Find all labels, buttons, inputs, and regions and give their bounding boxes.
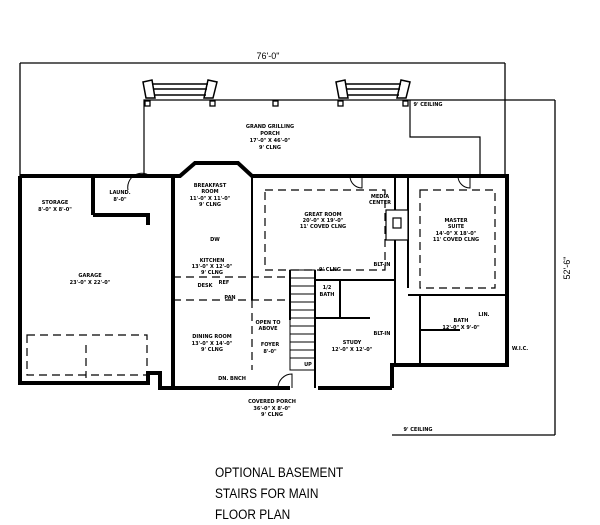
svg-text:11' COVED CLNG: 11' COVED CLNG — [433, 237, 479, 243]
svg-text:11'-0" X 11'-0": 11'-0" X 11'-0" — [190, 196, 231, 202]
svg-text:13'-0" X 14'-0": 13'-0" X 14'-0" — [192, 341, 233, 347]
door-swings — [127, 172, 471, 389]
svg-text:8'-0": 8'-0" — [113, 197, 127, 203]
svg-text:CENTER: CENTER — [369, 200, 391, 206]
svg-text:12'-0" X 9'-0": 12'-0" X 9'-0" — [442, 325, 480, 331]
svg-text:9' CLNG: 9' CLNG — [319, 267, 341, 273]
great-room-label: GREAT ROOM — [304, 212, 341, 218]
covered-porch-label: COVERED PORCH — [248, 399, 296, 405]
kitchen-label: KITCHEN — [200, 258, 225, 264]
dashed-ceiling-lines — [26, 189, 496, 378]
svg-text:11' COVED CLNG: 11' COVED CLNG — [300, 224, 346, 230]
grilling-porch-outline — [143, 99, 555, 176]
foyer-label: FOYER — [261, 342, 280, 348]
fireplace — [385, 209, 409, 241]
svg-text:12'-0" X 12'-0": 12'-0" X 12'-0" — [332, 347, 373, 353]
svg-text:SUITE: SUITE — [448, 224, 465, 230]
plan-caption: OPTIONAL BASEMENT STAIRS FOR MAIN FLOOR … — [215, 462, 343, 525]
caption-line-3: FLOOR PLAN — [215, 507, 291, 522]
svg-text:ABOVE: ABOVE — [258, 326, 278, 332]
storage-label: STORAGE — [42, 200, 69, 206]
svg-text:9' CLNG: 9' CLNG — [259, 145, 281, 151]
svg-text:OPEN TO: OPEN TO — [256, 320, 281, 326]
svg-text:PORCH: PORCH — [260, 131, 280, 137]
svg-text:9' CLNG: 9' CLNG — [261, 412, 283, 418]
master-suite-label: MASTER — [444, 218, 467, 224]
porch-columns — [144, 100, 409, 107]
svg-text:14'-0" X 18'-0": 14'-0" X 18'-0" — [436, 231, 477, 237]
svg-text:13'-0" X 12'-0": 13'-0" X 12'-0" — [192, 264, 233, 270]
svg-text:DW: DW — [210, 237, 220, 243]
caption-line-1: OPTIONAL BASEMENT — [215, 465, 344, 480]
svg-text:REF: REF — [219, 280, 230, 286]
caption-line-2: STAIRS FOR MAIN — [215, 486, 319, 501]
svg-text:23'-0" X 22'-0": 23'-0" X 22'-0" — [70, 280, 111, 286]
stairs — [289, 269, 316, 371]
media-center-label: MEDIA — [371, 194, 389, 200]
garage-label: GARAGE — [78, 273, 102, 279]
half-bath-label: 1/2 — [323, 285, 332, 291]
laundry-label: LAUND. — [109, 190, 130, 196]
grilling-porch-label: GRAND GRILLING — [246, 124, 294, 130]
svg-text:9' CEILING: 9' CEILING — [403, 427, 432, 433]
breakfast-label: BREAKFAST — [194, 183, 227, 189]
svg-text:9' CLNG: 9' CLNG — [201, 270, 223, 276]
svg-text:BATH: BATH — [320, 292, 335, 298]
svg-text:9' CEILING: 9' CEILING — [413, 102, 442, 108]
porch-bench — [142, 79, 411, 99]
svg-text:9' CLNG: 9' CLNG — [199, 202, 221, 208]
svg-text:BLT-IN: BLT-IN — [374, 262, 391, 268]
svg-text:LIN.: LIN. — [478, 312, 489, 318]
svg-text:DESK: DESK — [197, 283, 213, 289]
depth-dimension: 52'-6" — [562, 257, 572, 280]
svg-text:8'-0": 8'-0" — [263, 349, 277, 355]
svg-text:36'-0" X 8'-0": 36'-0" X 8'-0" — [253, 406, 291, 412]
dimension-lines — [19, 62, 556, 436]
svg-text:17'-0" X 46'-0": 17'-0" X 46'-0" — [250, 138, 291, 144]
svg-text:ROOM: ROOM — [201, 189, 218, 195]
bath-label: BATH — [454, 318, 469, 324]
svg-text:BLT-IN: BLT-IN — [374, 331, 391, 337]
svg-text:UP: UP — [304, 362, 312, 368]
study-label: STUDY — [343, 340, 362, 346]
svg-text:9' CLNG: 9' CLNG — [201, 347, 223, 353]
dining-label: DINING ROOM — [192, 334, 231, 340]
plan-notes: 9' CEILING 9' CEILING 9' CLNG OPEN TO AB… — [197, 102, 528, 433]
svg-text:DN. BNCH: DN. BNCH — [218, 376, 246, 382]
svg-text:8'-0" X 8'-0": 8'-0" X 8'-0" — [38, 207, 72, 213]
room-labels: GRAND GRILLING PORCH 17'-0" X 46'-0" 9' … — [38, 124, 480, 418]
svg-text:W.I.C.: W.I.C. — [512, 346, 528, 352]
width-dimension: 76'-0" — [257, 51, 280, 61]
svg-text:PAN: PAN — [224, 295, 235, 301]
svg-text:20'-0" X 19'-0": 20'-0" X 19'-0" — [303, 218, 344, 224]
